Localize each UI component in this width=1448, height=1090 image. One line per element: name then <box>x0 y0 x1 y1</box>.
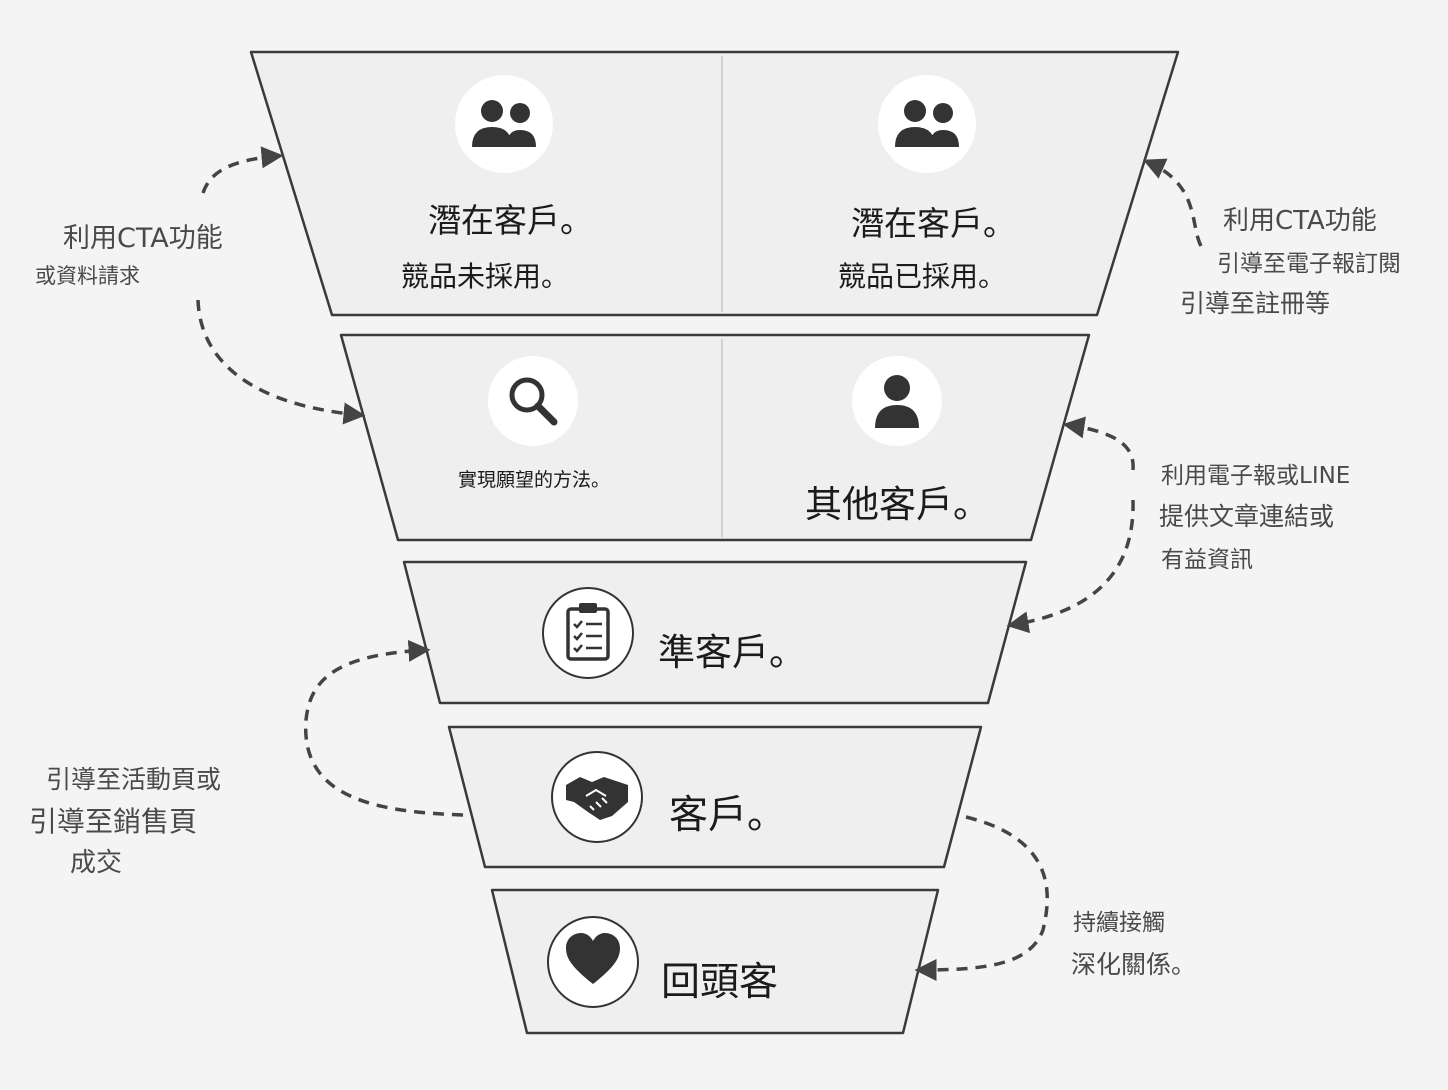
note-top-right-line3: 引導至註冊等 <box>1180 289 1331 318</box>
search-icon <box>488 356 578 446</box>
level2-left-title: 實現願望的方法。 <box>458 469 611 491</box>
level1-right-title: 潛在客戶。 <box>851 204 1016 243</box>
arrow-top-left-up <box>201 146 284 194</box>
note-mid-left-line2: 引導至銷售頁 <box>29 805 198 838</box>
note-mid-right-line3: 有益資訊 <box>1161 547 1253 573</box>
handshake-icon <box>551 751 643 843</box>
person-icon <box>852 356 942 446</box>
note-bottom-right-line1: 持續接觸 <box>1073 910 1165 936</box>
people-icon <box>878 75 976 173</box>
funnel-level-1 <box>249 50 1180 317</box>
arrow-mid-right-up <box>1062 416 1135 471</box>
level1-left-subtitle: 競品未採用。 <box>401 260 570 293</box>
note-top-left-line2: 或資料請求 <box>35 264 140 288</box>
level1-left-title: 潛在客戶。 <box>428 201 593 240</box>
arrow-top-right <box>1142 158 1203 247</box>
level1-right-subtitle: 競品已採用。 <box>838 260 1007 293</box>
note-top-right-line1: 利用CTA功能 <box>1223 206 1377 236</box>
level2-right-title: 其他客戶。 <box>805 483 990 526</box>
note-top-right-line2: 引導至電子報訂閱 <box>1217 251 1401 277</box>
note-top-left-line1: 利用CTA功能 <box>63 223 223 254</box>
heart-icon <box>547 916 639 1008</box>
arrow-mid-left <box>304 639 464 817</box>
note-mid-right-line2: 提供文章連結或 <box>1159 502 1335 531</box>
clipboard-icon <box>542 587 634 679</box>
arrow-mid-right-down <box>1006 499 1135 634</box>
arrow-bottom-right <box>914 815 1049 981</box>
arrow-top-left-down <box>196 299 366 425</box>
people-icon <box>455 75 553 173</box>
note-mid-left-line3: 成交 <box>70 848 123 878</box>
note-mid-left-line1: 引導至活動頁或 <box>46 765 222 794</box>
note-mid-right-line1: 利用電子報或LINE <box>1161 463 1351 489</box>
level4-title: 客戶。 <box>669 793 787 838</box>
level5-title: 回頭客 <box>661 960 779 1005</box>
level3-title: 準客戶。 <box>658 631 806 674</box>
note-bottom-right-line2: 深化關係。 <box>1071 950 1197 979</box>
